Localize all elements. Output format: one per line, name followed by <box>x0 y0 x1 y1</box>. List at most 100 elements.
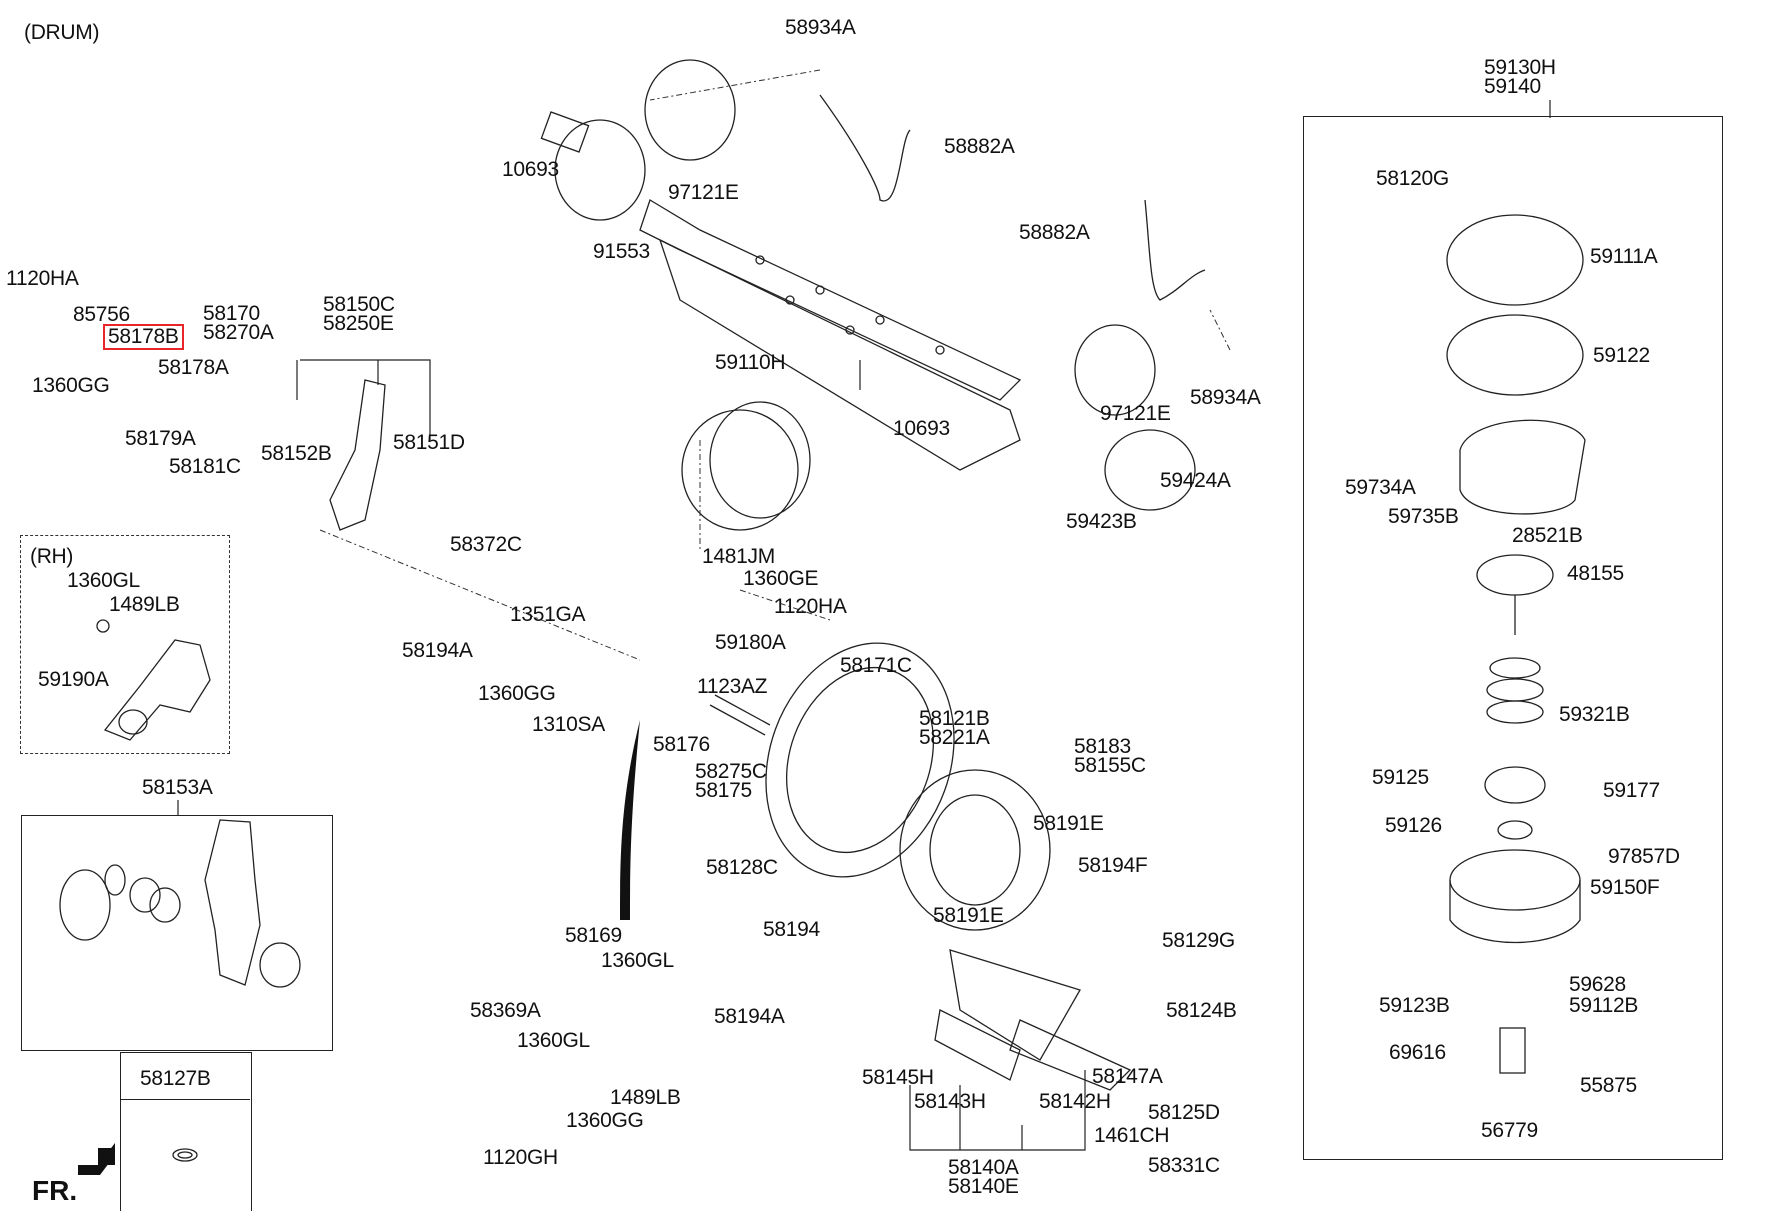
part-label-91553[interactable]: 91553 <box>593 240 650 263</box>
part-label-58145H[interactable]: 58145H <box>862 1066 934 1089</box>
part-label-1360GL-rh[interactable]: 1360GL <box>67 569 140 592</box>
part-label-58121B[interactable]: 58121B <box>919 707 990 730</box>
part-label-58143H[interactable]: 58143H <box>914 1090 986 1113</box>
part-label-58152B[interactable]: 58152B <box>261 442 332 465</box>
part-label-10693[interactable]: 10693 <box>502 158 559 181</box>
part-label-59735B[interactable]: 59735B <box>1388 505 1459 528</box>
part-label-69616[interactable]: 69616 <box>1389 1041 1446 1064</box>
part-label-59150F[interactable]: 59150F <box>1590 876 1660 899</box>
part-label-59122[interactable]: 59122 <box>1593 344 1650 367</box>
part-label-58150C[interactable]: 58150C <box>323 293 395 316</box>
part-label-58194[interactable]: 58194 <box>763 918 820 941</box>
part-label-58120G[interactable]: 58120G <box>1376 167 1449 190</box>
part-label-58934A[interactable]: 58934A <box>785 16 856 39</box>
part-label-59424A[interactable]: 59424A <box>1160 469 1231 492</box>
part-label-1489LB-rh[interactable]: 1489LB <box>109 593 180 616</box>
chamber-label-59130H-59140[interactable]: 59130H 59140 <box>1484 56 1556 98</box>
part-label-58169[interactable]: 58169 <box>565 924 622 947</box>
part-label-1461CH[interactable]: 1461CH <box>1094 1124 1170 1147</box>
part-label-58140E[interactable]: 58140E <box>948 1175 1019 1198</box>
seal-label-58127B[interactable]: 58127B <box>140 1067 211 1090</box>
part-label-1351GA[interactable]: 1351GA <box>510 603 586 626</box>
part-label-58183[interactable]: 58183 <box>1074 735 1131 758</box>
part-label-59734A[interactable]: 59734A <box>1345 476 1416 499</box>
part-label-48155[interactable]: 48155 <box>1567 562 1624 585</box>
part-label-1489LB[interactable]: 1489LB <box>610 1086 681 1109</box>
part-label-58882A-2[interactable]: 58882A <box>1019 221 1090 244</box>
part-label-58331C[interactable]: 58331C <box>1148 1154 1220 1177</box>
part-label-59112B[interactable]: 59112B <box>1569 994 1639 1017</box>
part-label-59123B[interactable]: 59123B <box>1379 994 1450 1017</box>
part-label-59321B[interactable]: 59321B <box>1559 703 1630 726</box>
part-label-58194A-2[interactable]: 58194A <box>714 1005 785 1028</box>
part-label-58250E[interactable]: 58250E <box>323 312 394 335</box>
part-label-58179A[interactable]: 58179A <box>125 427 196 450</box>
part-label-58140A[interactable]: 58140A <box>948 1156 1019 1179</box>
part-label-58171C[interactable]: 58171C <box>840 654 912 677</box>
part-label-1481JM[interactable]: 1481JM <box>702 545 775 568</box>
part-label-97121E-2[interactable]: 97121E <box>1100 402 1171 425</box>
part-label-1120GH[interactable]: 1120GH <box>483 1146 558 1169</box>
part-label-59111A[interactable]: 59111A <box>1590 245 1658 268</box>
part-label-28521B[interactable]: 28521B <box>1512 524 1583 547</box>
part-label-59130H[interactable]: 59130H <box>1484 56 1556 79</box>
part-label-10693-2[interactable]: 10693 <box>893 417 950 440</box>
part-label-97121E[interactable]: 97121E <box>668 181 739 204</box>
part-label-59628[interactable]: 59628 <box>1569 973 1626 996</box>
part-label-58191E-2[interactable]: 58191E <box>933 904 1004 927</box>
part-label-58275C[interactable]: 58275C <box>695 760 767 783</box>
part-label-58183-58155C[interactable]: 58183 58155C <box>1074 735 1146 777</box>
part-label-97857D[interactable]: 97857D <box>1608 845 1680 868</box>
part-label-1120HA[interactable]: 1120HA <box>6 267 79 290</box>
part-label-58140A-58140E[interactable]: 58140A 58140E <box>948 1156 1019 1198</box>
part-label-58372C[interactable]: 58372C <box>450 533 522 556</box>
part-label-58181C[interactable]: 58181C <box>169 455 241 478</box>
part-label-58128C[interactable]: 58128C <box>706 856 778 879</box>
part-label-58124B[interactable]: 58124B <box>1166 999 1237 1022</box>
part-label-1360GL-2[interactable]: 1360GL <box>517 1029 590 1052</box>
part-label-58142H[interactable]: 58142H <box>1039 1090 1111 1113</box>
part-label-59140[interactable]: 59140 <box>1484 75 1541 98</box>
part-label-58934A-2[interactable]: 58934A <box>1190 386 1261 409</box>
part-label-58170[interactable]: 58170 <box>203 302 260 325</box>
part-label-58121B-58221A[interactable]: 58121B 58221A <box>919 707 990 749</box>
part-label-1360GL[interactable]: 1360GL <box>601 949 674 972</box>
part-label-58175[interactable]: 58175 <box>695 779 752 802</box>
part-label-58155C[interactable]: 58155C <box>1074 754 1146 777</box>
part-label-58125D[interactable]: 58125D <box>1148 1101 1220 1124</box>
part-label-1360GG-2[interactable]: 1360GG <box>478 682 556 705</box>
part-label-55875[interactable]: 55875 <box>1580 1074 1637 1097</box>
part-label-1360GG-3[interactable]: 1360GG <box>566 1109 644 1132</box>
part-label-1360GG[interactable]: 1360GG <box>32 374 110 397</box>
part-label-58178A[interactable]: 58178A <box>158 356 229 379</box>
part-label-59125[interactable]: 59125 <box>1372 766 1429 789</box>
part-label-58150C-58250E[interactable]: 58150C 58250E <box>323 293 395 335</box>
part-label-1123AZ[interactable]: 1123AZ <box>697 675 768 698</box>
part-label-59423B[interactable]: 59423B <box>1066 510 1137 533</box>
part-label-58194F[interactable]: 58194F <box>1078 854 1148 877</box>
part-label-58191E[interactable]: 58191E <box>1033 812 1104 835</box>
adjuster-kit-label-58153A[interactable]: 58153A <box>142 776 213 799</box>
part-label-58194A[interactable]: 58194A <box>402 639 473 662</box>
part-label-58147A[interactable]: 58147A <box>1092 1065 1163 1088</box>
part-label-58170-58270A[interactable]: 58170 58270A <box>203 302 274 344</box>
part-label-59190A[interactable]: 59190A <box>38 668 109 691</box>
part-label-58275C-58175[interactable]: 58275C 58175 <box>695 760 767 802</box>
part-label-58882A[interactable]: 58882A <box>944 135 1015 158</box>
part-label-59126[interactable]: 59126 <box>1385 814 1442 837</box>
part-label-58369A[interactable]: 58369A <box>470 999 541 1022</box>
part-label-58221A[interactable]: 58221A <box>919 726 990 749</box>
part-label-58151D[interactable]: 58151D <box>393 431 465 454</box>
part-label-1360GE[interactable]: 1360GE <box>743 567 819 590</box>
part-label-1120HA-2[interactable]: 1120HA <box>774 595 847 618</box>
part-label-58178B-highlighted[interactable]: 58178B <box>103 324 184 350</box>
part-label-85756[interactable]: 85756 <box>73 303 130 326</box>
part-label-1310SA[interactable]: 1310SA <box>532 713 605 736</box>
part-label-58270A[interactable]: 58270A <box>203 321 274 344</box>
part-label-59110H[interactable]: 59110H <box>715 351 786 374</box>
part-label-56779[interactable]: 56779 <box>1481 1119 1538 1142</box>
part-label-58176[interactable]: 58176 <box>653 733 710 756</box>
part-label-58129G[interactable]: 58129G <box>1162 929 1235 952</box>
part-label-59177[interactable]: 59177 <box>1603 779 1660 802</box>
part-label-59180A[interactable]: 59180A <box>715 631 786 654</box>
